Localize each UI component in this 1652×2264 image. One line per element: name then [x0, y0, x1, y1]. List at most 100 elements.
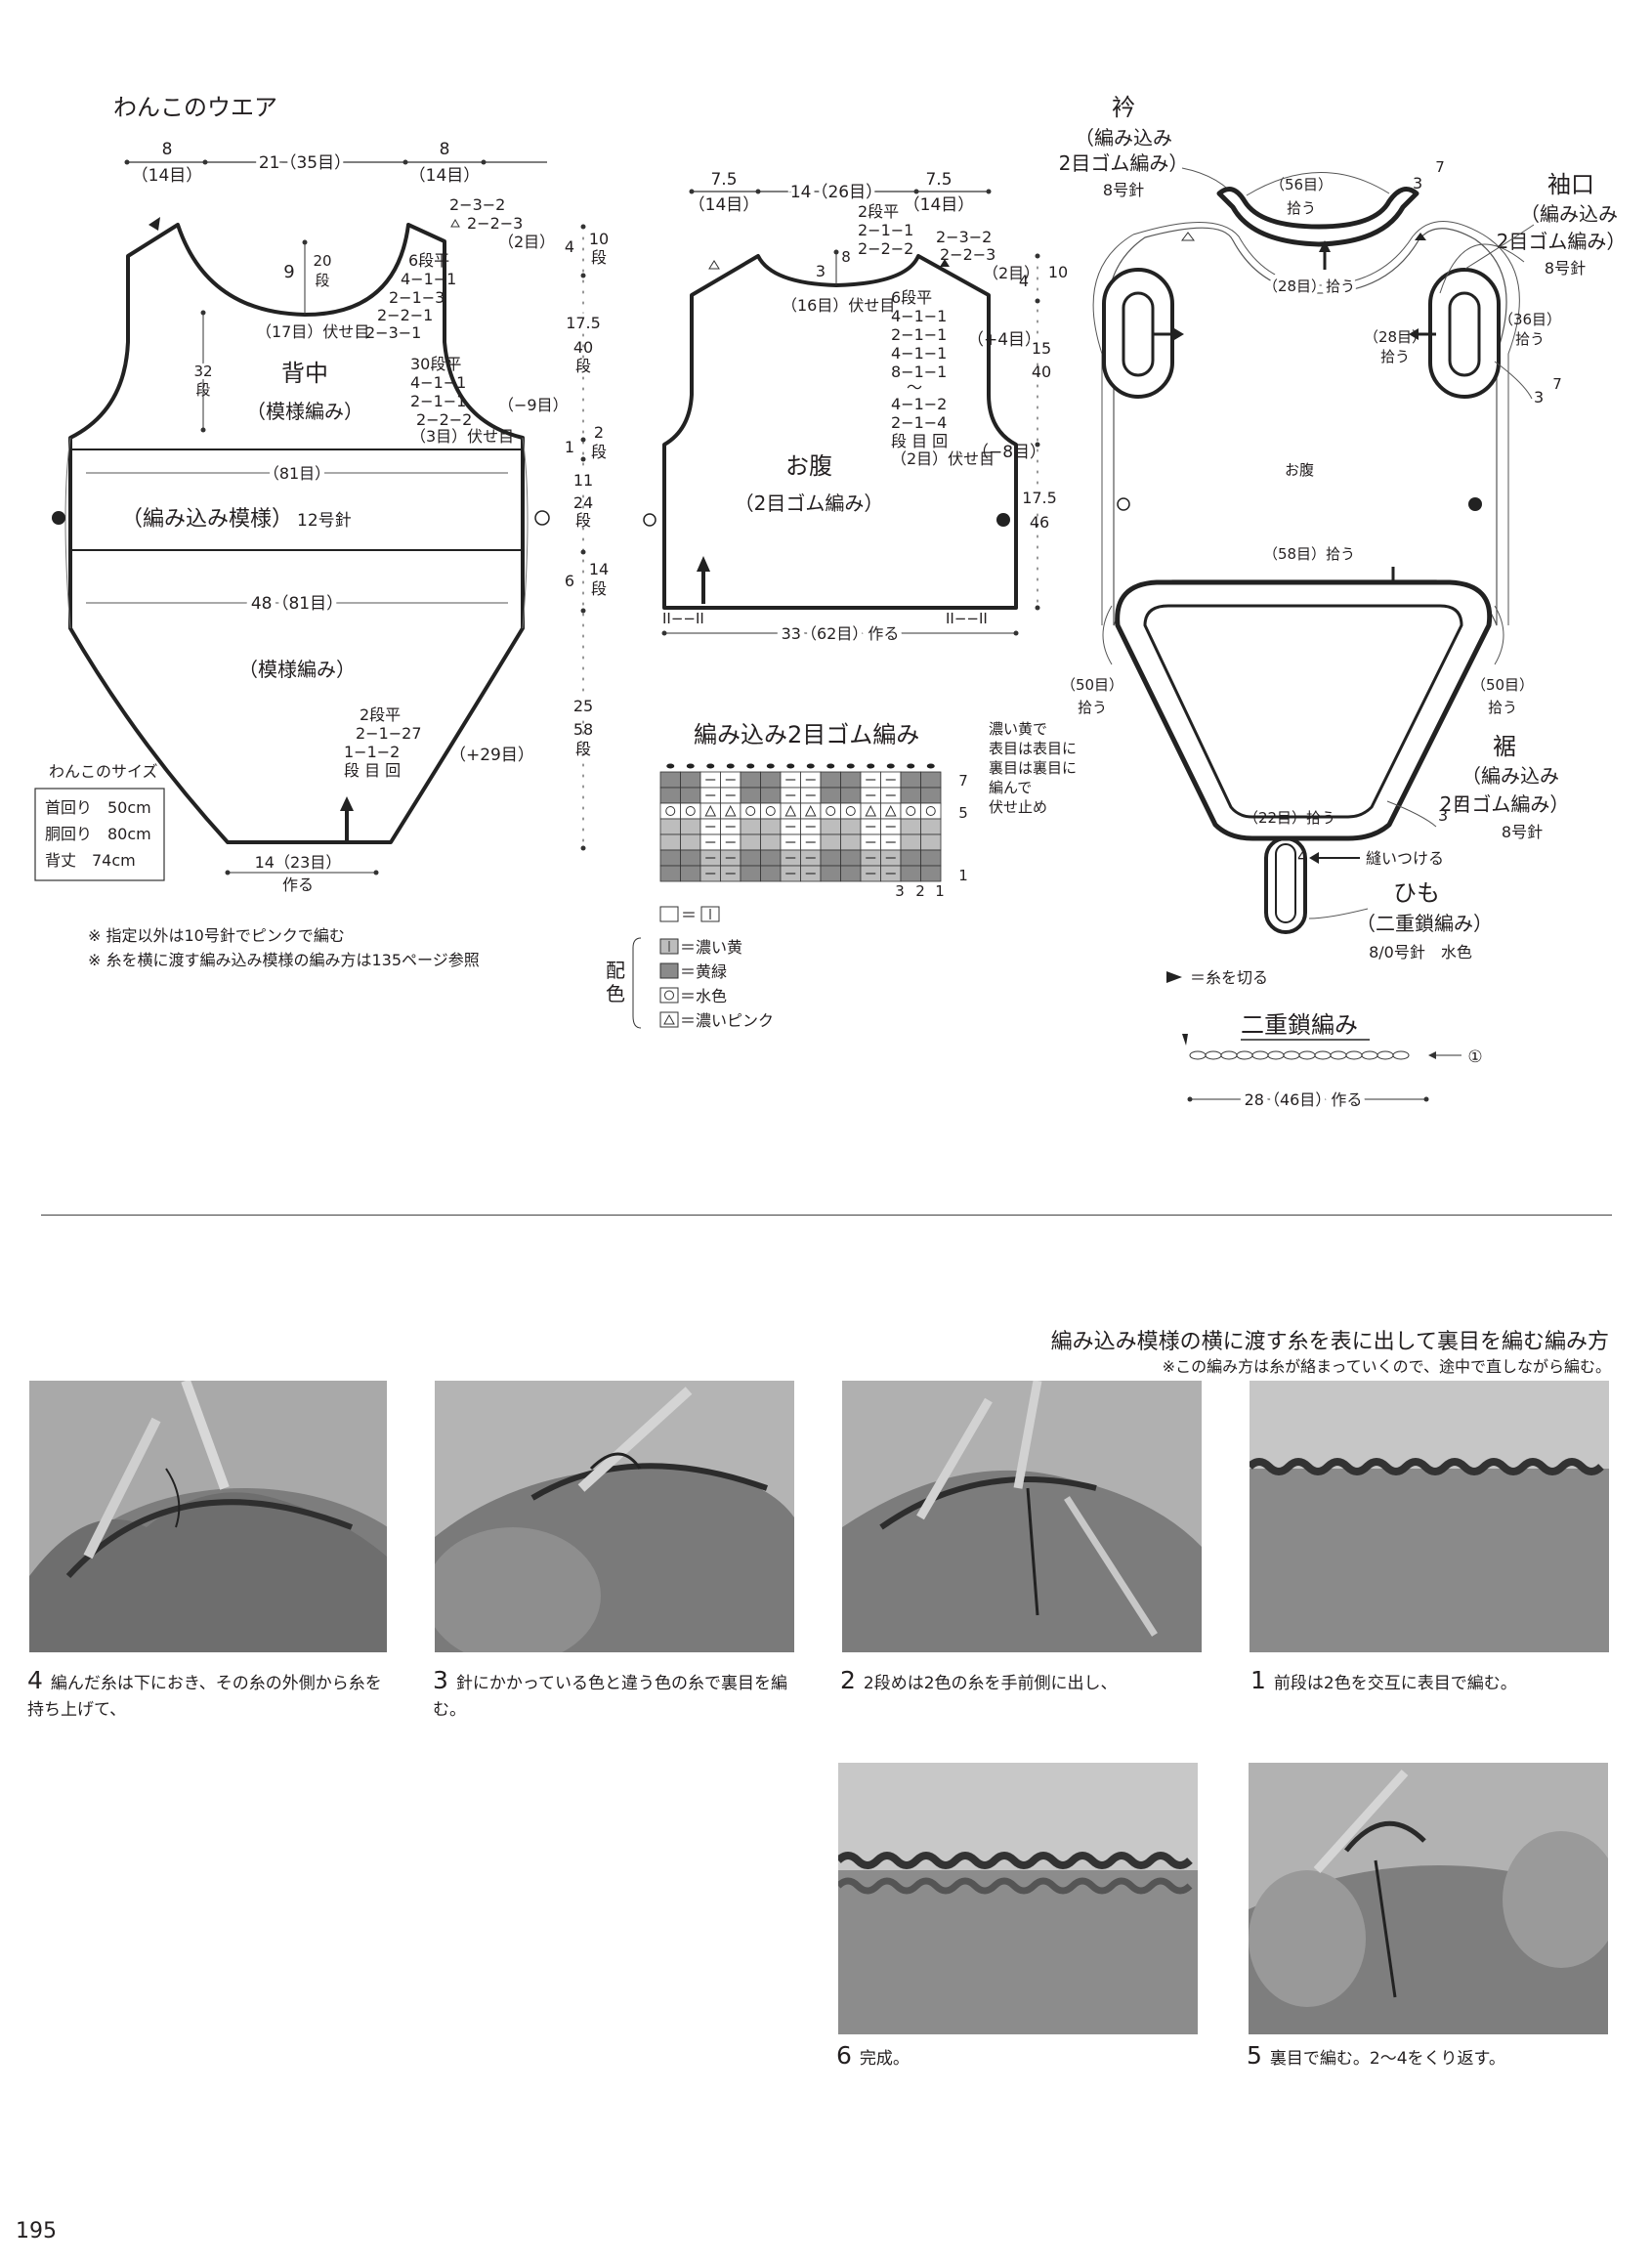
svg-text:17.5: 17.5 [1022, 489, 1057, 507]
svg-text:2−2−2: 2−2−2 [858, 239, 913, 258]
back-arm-minus: （−9目） [498, 396, 569, 414]
svg-text:6段平: 6段平 [891, 288, 932, 307]
chart-cell [840, 865, 862, 882]
belly-label: お腹 [785, 452, 832, 480]
svg-text:①: ① [1467, 1047, 1482, 1067]
chart-row-1: 1 [958, 867, 968, 884]
back-top-left-w: 8 [162, 140, 173, 159]
svg-text:拾う: 拾う [1078, 699, 1107, 716]
chain-stitches [1189, 1050, 1410, 1060]
svg-text:（28目）: （28目） [1364, 328, 1426, 346]
svg-text:段: 段 [591, 443, 607, 461]
belly-neck-dec-right: 2−3−2 2−2−3 （2目） [936, 228, 1039, 282]
chain-stitch [1205, 1050, 1222, 1060]
svg-text:段 目 回: 段 目 回 [891, 432, 948, 450]
chart-row-7: 7 [958, 772, 968, 790]
back-h-1: 1 [565, 438, 574, 456]
svg-text:2−1−1: 2−1−1 [858, 221, 913, 239]
hem-title: 裾 [1493, 733, 1516, 760]
svg-text:8号針: 8号針 [1545, 259, 1586, 278]
color-light-blue: ＝水色 [680, 987, 727, 1005]
svg-text:2−2−3: 2−2−3 [940, 245, 995, 264]
chart-cell [920, 818, 942, 835]
chart-bindoff-mark [806, 763, 815, 769]
svg-text:裏目は裏目に: 裏目は裏目に [989, 759, 1077, 777]
svg-text:8号針: 8号針 [1502, 823, 1543, 841]
svg-text:（22目）拾う: （22目）拾う [1244, 809, 1335, 827]
back-h-arm-rows: 40 [573, 338, 593, 357]
svg-text:（56目）: （56目） [1270, 176, 1333, 193]
back-label: 背中 [281, 360, 328, 387]
back-top-right-w: 8 [440, 140, 450, 159]
svg-text:（二重鎖編み）: （二重鎖編み） [1356, 912, 1493, 935]
step-photo-2 [842, 1381, 1202, 1652]
chart-cell [740, 833, 761, 851]
chart-bindoff-mark [867, 763, 875, 769]
step-photo-4 [29, 1381, 387, 1652]
back-h-1-rows: 2 [594, 423, 604, 442]
svg-text:わんこのサイズ: わんこのサイズ [49, 762, 158, 781]
svg-text:（+4目）: （+4目） [967, 330, 1041, 350]
svg-text:段: 段 [575, 511, 591, 530]
svg-text:3: 3 [1438, 806, 1448, 825]
chart-cell [760, 802, 782, 820]
chain-stitch [1267, 1050, 1285, 1060]
back-piece: わんこのウエア 8 （14目） 21（35目） 8 （14目） 9 20 段 （… [52, 94, 609, 894]
belly-side-dec: 6段平 4−1−1 2−1−1 4−1−1 8−1−1 〜 4−1−2 2−1−… [891, 288, 995, 468]
back-bottom-label: （模様編み） [238, 658, 356, 681]
color-heading: 配 [606, 959, 625, 982]
chart-bindoff-mark [706, 763, 715, 769]
chart-col-3: 3 [895, 882, 905, 900]
svg-text:段: 段 [591, 248, 607, 267]
colorwork-chart: 編み込み2目ゴム編み 濃い黄で 表目は表目に 裏目は裏目に 編んで 伏せ止め 7… [606, 720, 1077, 1030]
chart-cell [900, 865, 921, 882]
svg-text:2目ゴム編み）: 2目ゴム編み） [1440, 792, 1570, 816]
chart-cell [760, 865, 782, 882]
svg-text:濃い黄で: 濃い黄で [989, 720, 1047, 738]
back-arm-dec: 30段平 4−1−1 2−1−1 2−2−2 （3目）伏せ目 [410, 355, 514, 446]
chart-cell [820, 865, 841, 882]
back-bottom-dec: 2段平 2−1−27 1−1−2 段 目 回 [344, 705, 422, 780]
page-title: わんこのウエア [113, 94, 277, 121]
note-2: ※ 糸を横に渡す編み込み模様の編み方は135ページ参照 [88, 951, 480, 969]
belly-bottom: 33（62目）作る [782, 624, 900, 643]
chart-cell [920, 802, 942, 820]
chart-cell [900, 818, 921, 835]
back-h-top-rows: 10 [589, 230, 609, 248]
chart-col-2: 2 [915, 882, 925, 900]
svg-text:2目ゴム編み）: 2目ゴム編み） [1059, 151, 1189, 175]
back-h-top: 4 [565, 237, 574, 256]
chart-cell [680, 833, 701, 851]
chart-symbol-triangle [865, 804, 877, 817]
chart-cell [820, 818, 841, 835]
chain-stitch [1298, 1050, 1316, 1060]
chart-bindoff-mark [746, 763, 755, 769]
chart-cell [840, 849, 862, 867]
svg-text:2段平: 2段平 [858, 202, 899, 221]
chart-bindoff-mark [826, 763, 835, 769]
chart-symbol-triangle [884, 804, 897, 817]
svg-text:2−3−1: 2−3−1 [365, 323, 421, 342]
size-box: わんこのサイズ 首回り 50cm 胴回り 80cm 背丈 74cm [34, 762, 165, 881]
svg-text:2−1−1: 2−1−1 [891, 325, 947, 344]
step-photo-1 [1250, 1381, 1609, 1652]
svg-text:4−1−1: 4−1−1 [891, 307, 947, 325]
back-h-arm: 17.5 [566, 314, 601, 332]
chart-bindoff-mark [846, 763, 855, 769]
chart-bindoff-mark [686, 763, 695, 769]
svg-text:拾う: 拾う [1488, 699, 1517, 716]
svg-text:色: 色 [606, 982, 625, 1005]
belly-neck-bind: （16目）伏せ目 [782, 296, 895, 315]
chart-cell [659, 849, 681, 867]
back-side-dan: 段 [195, 381, 210, 399]
color-dark-yellow: ＝濃い黄 [680, 938, 742, 957]
chart-cell [840, 787, 862, 804]
chart-cell [900, 833, 921, 851]
svg-text:（14目）: （14目） [904, 195, 975, 215]
svg-text:拾う: 拾う [1380, 348, 1410, 365]
chart-cell [760, 787, 782, 804]
svg-text:段: 段 [575, 740, 591, 758]
